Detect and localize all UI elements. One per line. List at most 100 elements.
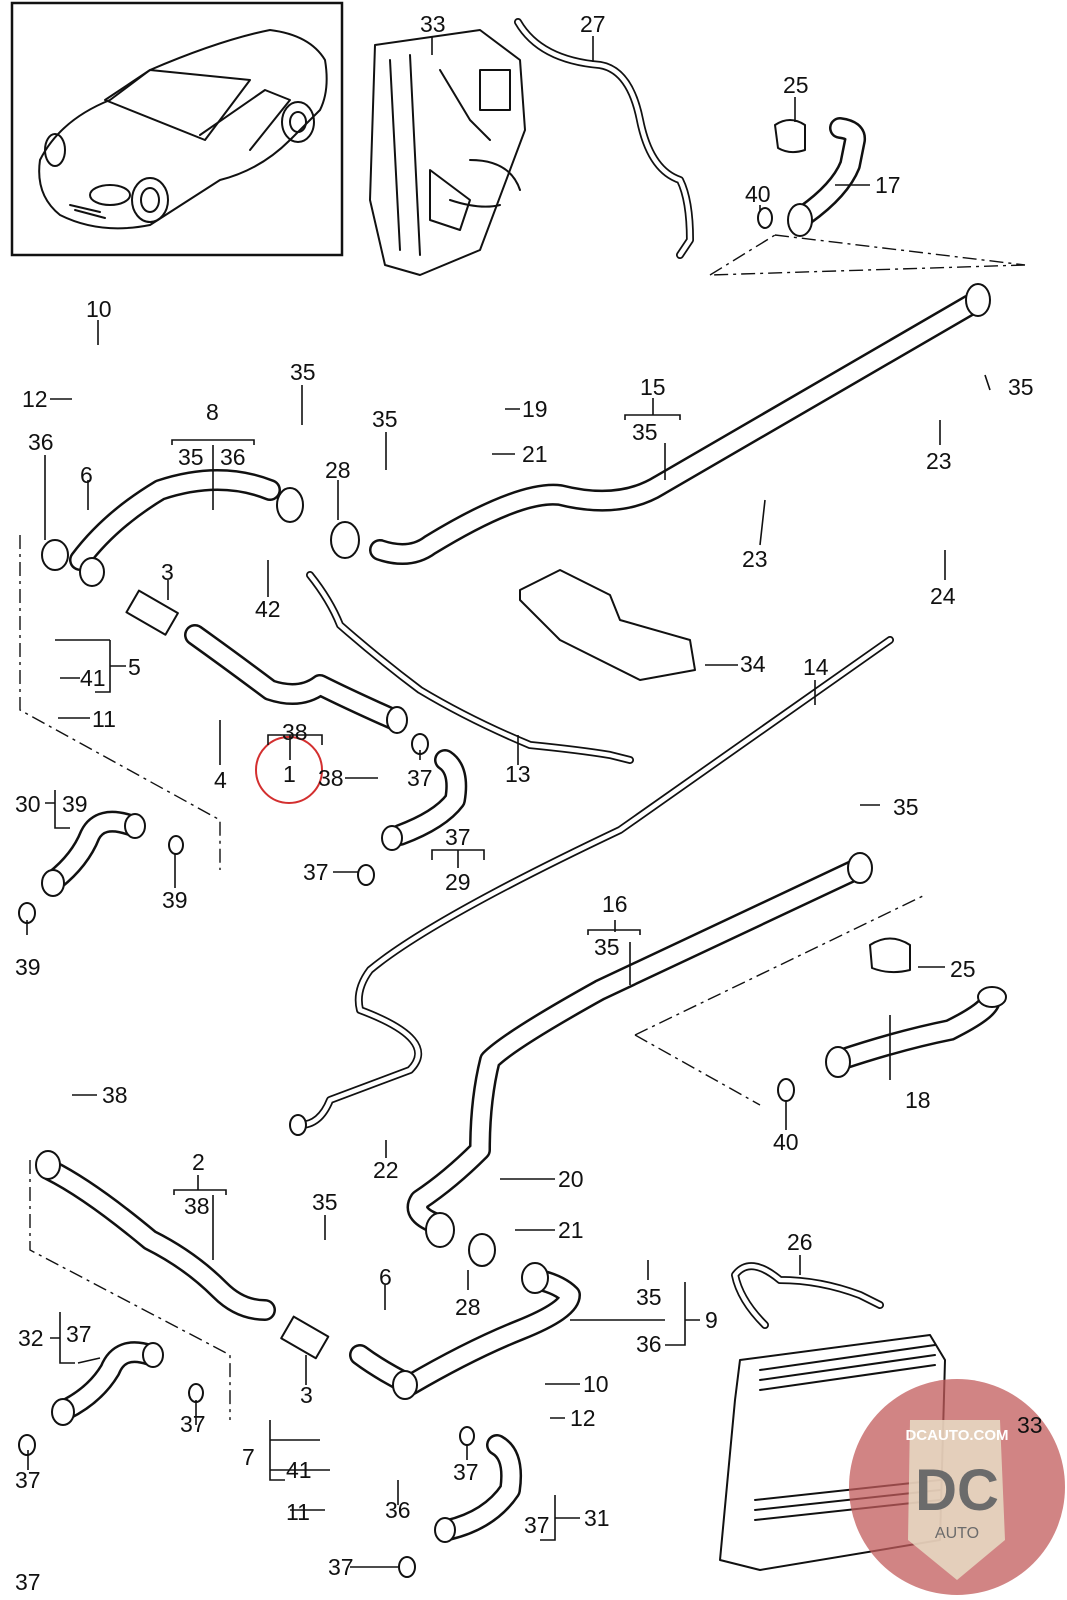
callout-36: 36 bbox=[28, 429, 54, 455]
callout-39: 39 bbox=[15, 954, 41, 980]
callout-8: 8 bbox=[206, 399, 219, 425]
callout-17: 17 bbox=[875, 172, 901, 198]
callout-28: 28 bbox=[455, 1294, 481, 1320]
watermark-bottom-text: AUTO bbox=[935, 1525, 979, 1542]
sensor-cable-27 bbox=[514, 18, 694, 259]
hose-connector-28b bbox=[468, 1233, 496, 1267]
callout-25: 25 bbox=[950, 956, 976, 982]
callout-16-sub-35: 35 bbox=[594, 934, 620, 960]
callout-25: 25 bbox=[783, 72, 809, 98]
callout-1-sub-38: 38 bbox=[282, 719, 308, 745]
callout-41: 41 bbox=[286, 1457, 312, 1483]
callout-21: 21 bbox=[522, 441, 548, 467]
callout-27: 27 bbox=[580, 11, 606, 37]
callout-22: 22 bbox=[373, 1157, 399, 1183]
callout-6: 6 bbox=[80, 462, 93, 488]
seal-ring-40 bbox=[757, 207, 773, 229]
callout-11: 11 bbox=[286, 1499, 310, 1525]
callout-20: 20 bbox=[558, 1166, 584, 1192]
callout-31-sub-37: 37 bbox=[524, 1512, 550, 1538]
callout-15-sub-35: 35 bbox=[632, 419, 658, 445]
callout-16: 16 bbox=[602, 891, 628, 917]
callout-30: 30 bbox=[15, 791, 41, 817]
leader-lines bbox=[26, 36, 991, 1568]
callout-12: 12 bbox=[570, 1405, 596, 1431]
callout-34: 34 bbox=[740, 651, 766, 677]
callout-28: 28 bbox=[325, 457, 351, 483]
watermark-monogram: DC bbox=[915, 1458, 999, 1523]
seal-ring-40b bbox=[777, 1078, 795, 1102]
callout-19: 19 bbox=[522, 396, 548, 422]
callout-35: 35 bbox=[636, 1284, 662, 1310]
callout-2-sub-38: 38 bbox=[184, 1193, 210, 1219]
sensor-cable-13 bbox=[306, 571, 634, 764]
callout-7: 7 bbox=[242, 1444, 255, 1470]
radiator-top bbox=[369, 29, 526, 276]
connector-3b bbox=[280, 1315, 330, 1360]
vehicle-thumbnail bbox=[10, 1, 344, 257]
callout-29: 29 bbox=[445, 869, 471, 895]
callout-31: 31 bbox=[584, 1505, 610, 1531]
callout-37: 37 bbox=[15, 1467, 41, 1493]
radiator-bottom bbox=[719, 1334, 946, 1571]
callout-23: 23 bbox=[926, 448, 952, 474]
callout-4: 4 bbox=[214, 767, 227, 793]
callout-18: 18 bbox=[905, 1087, 931, 1113]
hose-connector-28 bbox=[330, 521, 360, 559]
connector-3 bbox=[125, 589, 179, 636]
callout-36: 36 bbox=[636, 1331, 662, 1357]
callout-12: 12 bbox=[22, 386, 48, 412]
callout-30-sub-39: 39 bbox=[62, 791, 88, 817]
heat-shield-34 bbox=[519, 569, 696, 681]
callout-37: 37 bbox=[180, 1411, 206, 1437]
hose-clamp-25 bbox=[774, 119, 806, 154]
callout-37: 37 bbox=[328, 1554, 354, 1580]
hose-clamp-25b bbox=[869, 937, 911, 974]
callout-32: 32 bbox=[18, 1325, 44, 1351]
callout-38: 38 bbox=[102, 1082, 128, 1108]
callout-10: 10 bbox=[583, 1371, 609, 1397]
callout-42: 42 bbox=[255, 596, 281, 622]
callout-10: 10 bbox=[86, 296, 112, 322]
callout-35: 35 bbox=[290, 359, 316, 385]
callout-23: 23 bbox=[742, 546, 768, 572]
hose-end-17 bbox=[787, 203, 813, 237]
callout-33: 33 bbox=[1017, 1412, 1043, 1438]
callout-8-sub-36: 36 bbox=[220, 444, 246, 470]
callout-3: 3 bbox=[300, 1382, 313, 1408]
callout-38: 38 bbox=[318, 765, 344, 791]
callout-11: 11 bbox=[92, 706, 116, 732]
callout-3: 3 bbox=[161, 559, 174, 585]
callout-labels: 33 27 25 17 40 10 12 35 8 35 36 35 28 19… bbox=[15, 11, 1043, 1595]
watermark-top-text: DCAUTO.COM bbox=[905, 1427, 1008, 1444]
callout-39: 39 bbox=[162, 887, 188, 913]
callout-24: 24 bbox=[930, 583, 956, 609]
callout-5: 5 bbox=[128, 654, 141, 680]
callout-6: 6 bbox=[379, 1264, 392, 1290]
callout-33: 33 bbox=[420, 11, 446, 37]
callout-26: 26 bbox=[787, 1229, 813, 1255]
callout-37: 37 bbox=[453, 1459, 479, 1485]
callout-9: 9 bbox=[705, 1307, 718, 1333]
callout-37: 37 bbox=[407, 765, 433, 791]
callout-35: 35 bbox=[312, 1189, 338, 1215]
callout-2: 2 bbox=[192, 1149, 205, 1175]
callout-37: 37 bbox=[15, 1569, 41, 1595]
callout-40: 40 bbox=[745, 181, 771, 207]
callout-35: 35 bbox=[893, 794, 919, 820]
callout-40: 40 bbox=[773, 1129, 799, 1155]
callout-21: 21 bbox=[558, 1217, 584, 1243]
callout-35: 35 bbox=[1008, 374, 1034, 400]
highlight-circle bbox=[255, 736, 323, 804]
callout-8-sub-35: 35 bbox=[178, 444, 204, 470]
callout-41: 41 bbox=[80, 665, 106, 691]
callout-13: 13 bbox=[505, 761, 531, 787]
callout-32-sub-37: 37 bbox=[66, 1321, 92, 1347]
callout-1: 1 bbox=[283, 761, 296, 787]
callout-15: 15 bbox=[640, 374, 666, 400]
callout-35: 35 bbox=[372, 406, 398, 432]
callout-37: 37 bbox=[303, 859, 329, 885]
callout-29-sub-37: 37 bbox=[445, 824, 471, 850]
callout-14: 14 bbox=[803, 654, 829, 680]
